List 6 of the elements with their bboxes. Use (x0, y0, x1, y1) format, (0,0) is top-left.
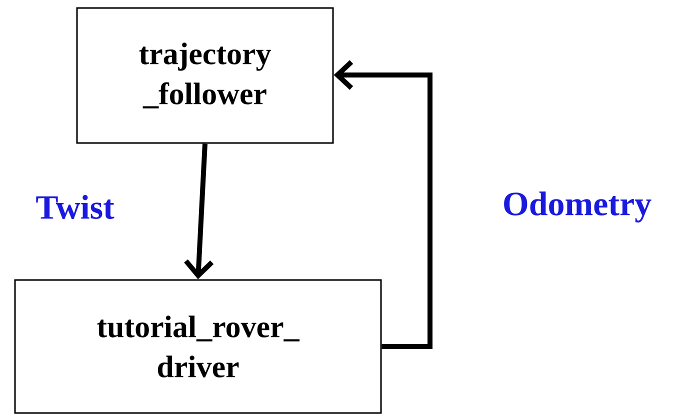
arrow (334, 60, 432, 349)
edge-label: Twist (36, 195, 114, 219)
arrow (184, 144, 214, 280)
process-box: tutorial_rover_ driver (14, 279, 382, 414)
process-box: trajectory _follower (76, 7, 334, 144)
edge-label: Odometry (504, 192, 652, 222)
